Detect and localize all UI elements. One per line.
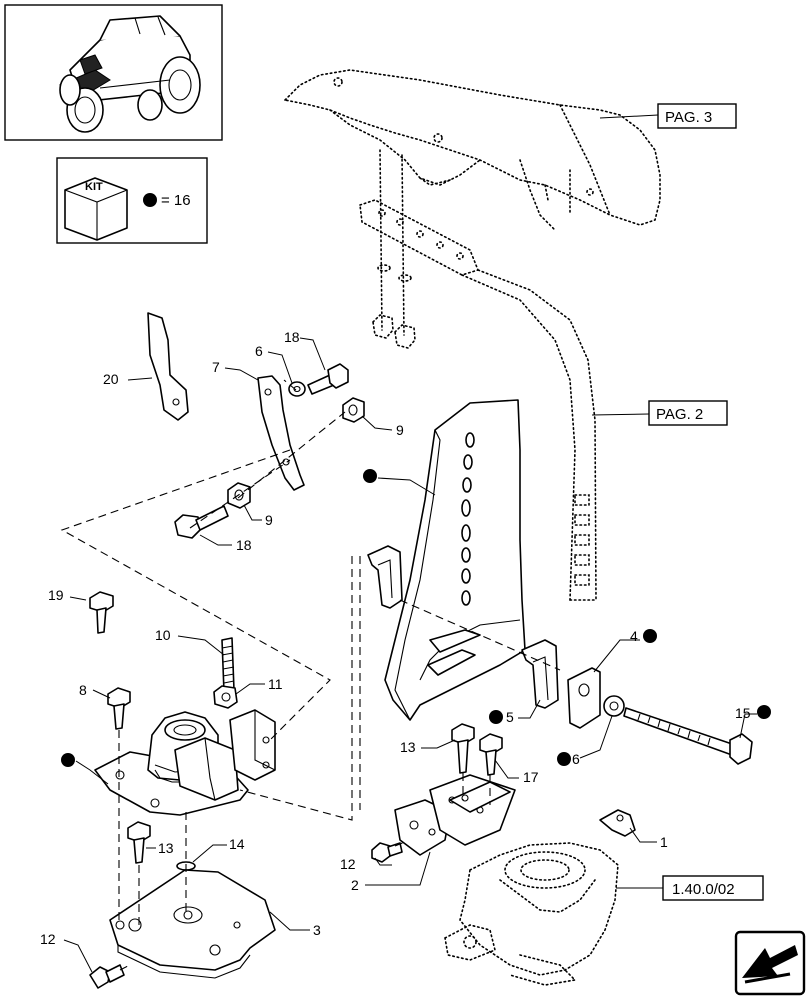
callout-18-bottom: 18 [236, 537, 252, 553]
ref-box-pag2[interactable]: PAG. 2 [591, 400, 728, 426]
kit-marker-15-icon [757, 705, 771, 719]
part-10-stud [221, 637, 235, 693]
part-15-long-bolt [623, 707, 753, 765]
part-17-bolt [479, 733, 503, 776]
mudguard-outline [283, 69, 661, 601]
callout-20: 20 [103, 371, 119, 387]
part-2-bracket [394, 774, 516, 856]
part-6-washer-right [603, 695, 625, 717]
callout-19: 19 [48, 587, 64, 603]
steering-knuckle-outline [444, 842, 619, 986]
part-5-clip-lower [521, 639, 559, 709]
callout-8: 8 [79, 682, 87, 698]
kit-label: KIT [85, 181, 103, 193]
part-13-bolt-lower [127, 821, 151, 864]
part-3-plate [109, 869, 276, 979]
callout-2: 2 [351, 877, 359, 893]
callout-17: 17 [523, 769, 539, 785]
callout-13-upper: 13 [400, 739, 416, 755]
tractor-thumbnail [4, 4, 223, 141]
kit-marker-wedge-icon [363, 469, 377, 483]
ref-14002-text: 1.40.0/02 [672, 881, 735, 898]
wedge-bracket [384, 399, 526, 721]
callout-labels: 20 7 6 18 9 9 18 19 10 8 11 4 5 6 15 13 … [40, 329, 751, 947]
ref-box-14002[interactable]: 1.40.0/02 [600, 875, 764, 901]
ref-pag2-text: PAG. 2 [656, 406, 703, 423]
callout-9-bottom: 9 [265, 512, 273, 528]
part-8-bolt [107, 687, 131, 730]
callout-6-top: 6 [255, 343, 263, 359]
callout-6-right: 6 [572, 751, 580, 767]
arrow-down-left-icon [742, 945, 798, 978]
kit-marker-5-icon [489, 710, 503, 724]
part-9-nut-top [342, 397, 365, 423]
callout-13-lower: 13 [158, 840, 174, 856]
callout-9-top: 9 [396, 422, 404, 438]
leader-lines [63, 337, 757, 973]
callout-3: 3 [313, 922, 321, 938]
callout-15: 15 [735, 705, 751, 721]
callout-12-upper: 12 [340, 856, 356, 872]
kit-marker-hitch-icon [61, 753, 75, 767]
kit-marker-6-icon [557, 752, 571, 766]
part-13-bolt-upper [451, 723, 475, 774]
ref-box-pag3[interactable]: PAG. 3 [599, 103, 737, 129]
callout-18-top: 18 [284, 329, 300, 345]
part-19-bolt [89, 591, 114, 634]
kit-legend: KIT = 16 [56, 157, 208, 244]
part-12-grease-nipple-upper [371, 842, 403, 863]
part-12-grease-nipple-lower [89, 964, 125, 989]
kit-marker-4-icon [643, 629, 657, 643]
assembly-guide-lines [60, 379, 561, 971]
callout-7: 7 [212, 359, 220, 375]
part-5-clip-upper [367, 545, 403, 609]
next-page-button[interactable] [734, 930, 806, 996]
part-6-washer-top [288, 381, 306, 397]
callout-11: 11 [268, 676, 283, 692]
part-20-bracket [147, 312, 189, 421]
ref-pag3-text: PAG. 3 [665, 109, 712, 126]
part-18-bolt-top [307, 363, 349, 395]
part-4-plate [567, 667, 601, 729]
part-18-bolt-bottom [174, 505, 229, 539]
part-7-plate [257, 375, 305, 491]
part-11-nut [213, 685, 238, 709]
part-9-nut-bottom [227, 482, 251, 509]
kit-count: = 16 [161, 192, 191, 209]
callout-12-lower: 12 [40, 931, 56, 947]
kit-markers [61, 469, 771, 767]
callout-5: 5 [506, 709, 514, 725]
hitch-hook-assembly [94, 709, 276, 816]
part-1-bracket [599, 809, 636, 837]
callout-14: 14 [229, 836, 245, 852]
callout-10: 10 [155, 627, 171, 643]
kit-bullet-icon [143, 193, 157, 207]
callout-4: 4 [630, 628, 638, 644]
callout-1: 1 [660, 834, 668, 850]
